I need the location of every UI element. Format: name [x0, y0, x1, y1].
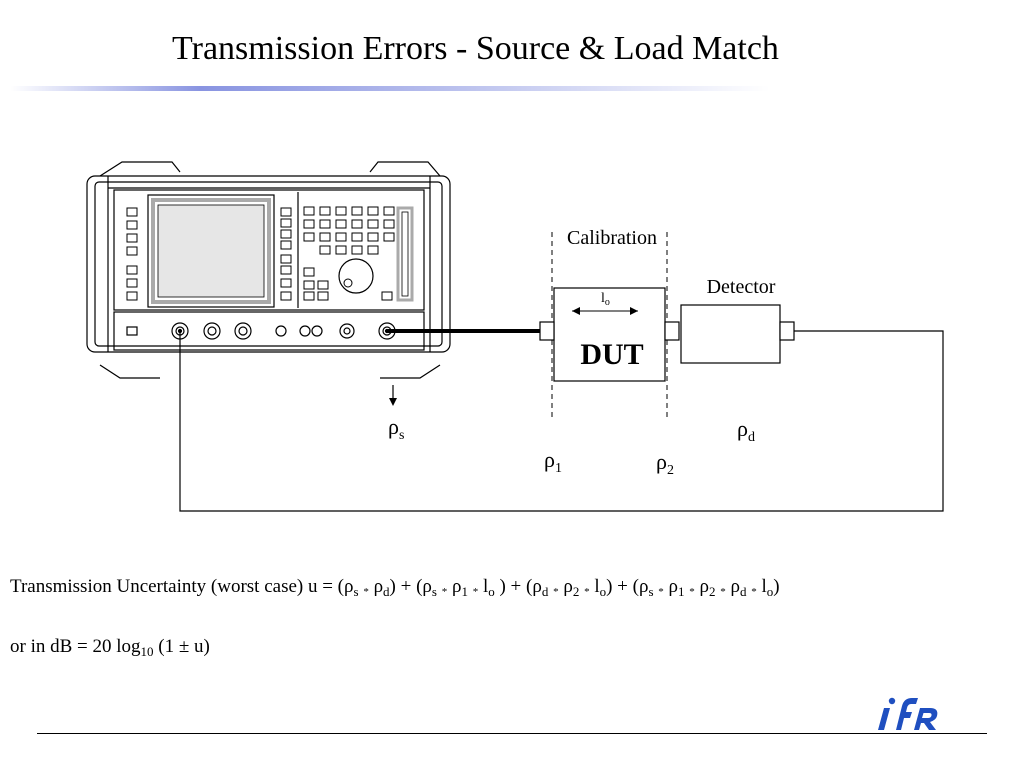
page-title: Transmission Errors - Source & Load Matc… [172, 30, 779, 67]
right-softkeys [280, 207, 292, 301]
detector-connector [779, 321, 795, 341]
rotary-knob [338, 258, 374, 294]
decibel-equation: or in dB = 20 log10 (1 ± u) [10, 636, 210, 659]
dut-box [553, 287, 666, 382]
length-arrow-left-head [572, 307, 580, 315]
ifr-logo [878, 697, 938, 730]
calibration-label: Calibration [567, 227, 657, 249]
rho-2-label: ρ2 [656, 449, 674, 478]
keypad [303, 206, 414, 302]
detector-label: Detector [707, 276, 776, 298]
title-underline [10, 86, 770, 91]
left-softkeys [126, 207, 138, 301]
dut-label: DUT [580, 338, 643, 371]
rho-1-label: ρ1 [544, 447, 562, 476]
dut-output-connector [664, 321, 680, 341]
length-label: lo [601, 291, 610, 308]
detector-body [680, 304, 781, 364]
return-cable [179, 330, 944, 512]
rho-s-label: ρs [388, 414, 404, 443]
measurement-setup-diagram: Calibration Detector DUT lo ρs ρ1 ρ2 ρd [86, 161, 944, 512]
length-arrow-right-head [630, 307, 638, 315]
source-arrow-head [389, 398, 397, 406]
dut-input-connector [539, 321, 555, 341]
rho-d-label: ρd [737, 416, 755, 445]
knob-dimple [343, 278, 353, 288]
connector-row [126, 322, 396, 340]
signal-generator-instrument [86, 161, 451, 379]
footer-rule [37, 733, 987, 734]
uncertainty-equation: Transmission Uncertainty (worst case) u … [10, 576, 780, 599]
